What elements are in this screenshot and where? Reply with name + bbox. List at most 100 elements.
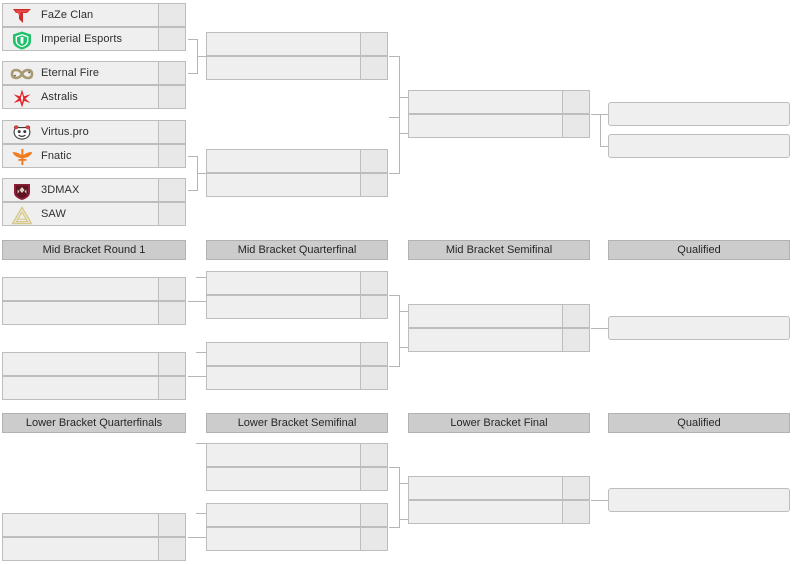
mid-r1-m1-slot1[interactable] [2, 277, 186, 301]
team-name [417, 501, 561, 523]
connector [600, 114, 601, 146]
team-name [11, 538, 157, 560]
team-name: 3DMAX [41, 184, 80, 196]
score-box [158, 513, 186, 537]
team-name: Eternal Fire [41, 67, 100, 79]
lower-final-slot1[interactable] [408, 476, 590, 500]
upper-r2-m1-slot1[interactable] [206, 32, 388, 56]
virtuspro-logo [9, 123, 35, 143]
connector [399, 483, 408, 484]
mid-qf-m1-slot1[interactable] [206, 271, 388, 295]
team-name [215, 174, 359, 196]
header-lower-qualified: Qualified [608, 413, 790, 433]
mid-qf-m1-slot2[interactable] [206, 295, 388, 319]
team-name [215, 33, 359, 55]
score-box [360, 527, 388, 551]
connector [197, 173, 206, 174]
team-name: Fnatic [41, 150, 72, 162]
connector [591, 328, 608, 329]
score-box [158, 301, 186, 325]
upper-r1-m4-slot1[interactable]: 3DMAX [2, 178, 186, 202]
mid-qf-m2-slot1[interactable] [206, 342, 388, 366]
score-box [158, 352, 186, 376]
team-name [11, 353, 157, 375]
connector [188, 301, 206, 302]
connector [196, 513, 206, 514]
lower-final-slot2[interactable] [408, 500, 590, 524]
connector [188, 156, 198, 157]
team-name [417, 329, 561, 351]
connector [600, 114, 608, 115]
connector [196, 352, 206, 353]
score-box [562, 476, 590, 500]
team-name [617, 103, 761, 125]
team-name [417, 91, 561, 113]
connector [389, 527, 400, 528]
mid-sf-slot2[interactable] [408, 328, 590, 352]
score-box [562, 304, 590, 328]
mid-r1-m1-slot2[interactable] [2, 301, 186, 325]
team-name [215, 468, 359, 490]
lower-sf-m2-slot1[interactable] [206, 503, 388, 527]
team-name [215, 296, 359, 318]
score-box [158, 120, 186, 144]
connector [188, 190, 198, 191]
score-box [158, 61, 186, 85]
connector [399, 97, 408, 98]
team-name [11, 514, 157, 536]
lower-sf-m1-slot2[interactable] [206, 467, 388, 491]
score-box [158, 178, 186, 202]
upper-r1-m4-slot2[interactable]: SAW [2, 202, 186, 226]
connector [389, 173, 400, 174]
score-box [360, 503, 388, 527]
upper-r2-m2-slot1[interactable] [206, 149, 388, 173]
team-name: FaZe Clan [41, 9, 94, 21]
upper-qualified-slot2[interactable] [608, 134, 790, 158]
upper-r1-m3-slot1[interactable]: Virtus.pro [2, 120, 186, 144]
connector [399, 467, 400, 527]
lower-qf-slot1[interactable] [2, 513, 186, 537]
score-box [158, 537, 186, 561]
mid-r1-m2-slot2[interactable] [2, 376, 186, 400]
connector [197, 56, 206, 57]
team-name [215, 343, 359, 365]
connector [399, 311, 408, 312]
upper-r2-m1-slot2[interactable] [206, 56, 388, 80]
connector [399, 56, 400, 117]
team-name [215, 367, 359, 389]
team-name [215, 504, 359, 526]
connector [591, 500, 608, 501]
score-box [158, 202, 186, 226]
team-name: SAW [41, 208, 66, 220]
connector [399, 519, 408, 520]
header-mid-quarterfinal: Mid Bracket Quarterfinal [206, 240, 388, 260]
upper-r1-m2-slot1[interactable]: Eternal Fire [2, 61, 186, 85]
upper-qualified-slot1[interactable] [608, 102, 790, 126]
lower-qualified-slot[interactable] [608, 488, 790, 512]
upper-r1-m3-slot2[interactable]: Fnatic [2, 144, 186, 168]
connector [188, 537, 206, 538]
upper-r1-m1-slot2[interactable]: Imperial Esports [2, 27, 186, 51]
connector [188, 39, 198, 40]
lower-qf-slot2[interactable] [2, 537, 186, 561]
upper-r3-slot1[interactable] [408, 90, 590, 114]
team-name [417, 115, 561, 137]
score-box [562, 500, 590, 524]
mid-qualified-slot[interactable] [608, 316, 790, 340]
upper-r1-m2-slot2[interactable]: Astralis [2, 85, 186, 109]
team-name: Virtus.pro [41, 126, 89, 138]
header-mid-semifinal: Mid Bracket Semifinal [408, 240, 590, 260]
team-name: Imperial Esports [41, 33, 123, 45]
3dmax-logo [9, 181, 35, 201]
upper-r2-m2-slot2[interactable] [206, 173, 388, 197]
mid-r1-m2-slot1[interactable] [2, 352, 186, 376]
lower-sf-m2-slot2[interactable] [206, 527, 388, 551]
mid-qf-m2-slot2[interactable] [206, 366, 388, 390]
mid-sf-slot1[interactable] [408, 304, 590, 328]
upper-r3-slot2[interactable] [408, 114, 590, 138]
upper-r1-m1-slot1[interactable]: FaZe Clan [2, 3, 186, 27]
connector [600, 146, 608, 147]
header-lower-quarterfinals: Lower Bracket Quarterfinals [2, 413, 186, 433]
lower-sf-m1-slot1[interactable] [206, 443, 388, 467]
score-box [360, 467, 388, 491]
